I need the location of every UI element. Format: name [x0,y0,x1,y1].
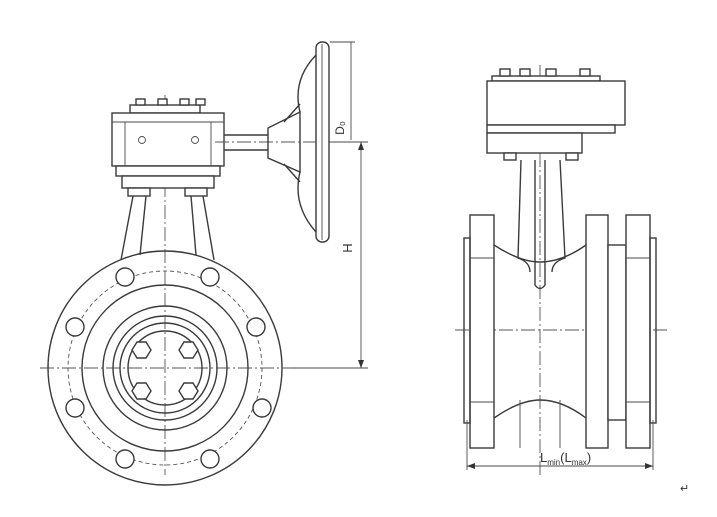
handwheel-diameter-label: D₀ [333,121,347,135]
hub-bolts [131,341,199,400]
front-view: H D₀ [40,41,368,486]
height-dimension [290,141,368,369]
length-label: Lmin(Lmax) [540,450,591,467]
handwheel-diameter-dimension [330,41,355,140]
side-right-flange [585,214,657,449]
side-view: Lmin(Lmax) [455,65,670,475]
side-left-flange [463,214,495,449]
handwheel [267,41,330,243]
gearbox [111,98,225,197]
bolt-circle [67,270,263,466]
side-gearbox [486,68,626,161]
flange-bolt-holes [65,267,272,469]
return-mark: ↵ [680,483,689,495]
length-dimension [466,420,654,470]
height-label: H [340,243,355,252]
flange-outer [47,250,283,486]
